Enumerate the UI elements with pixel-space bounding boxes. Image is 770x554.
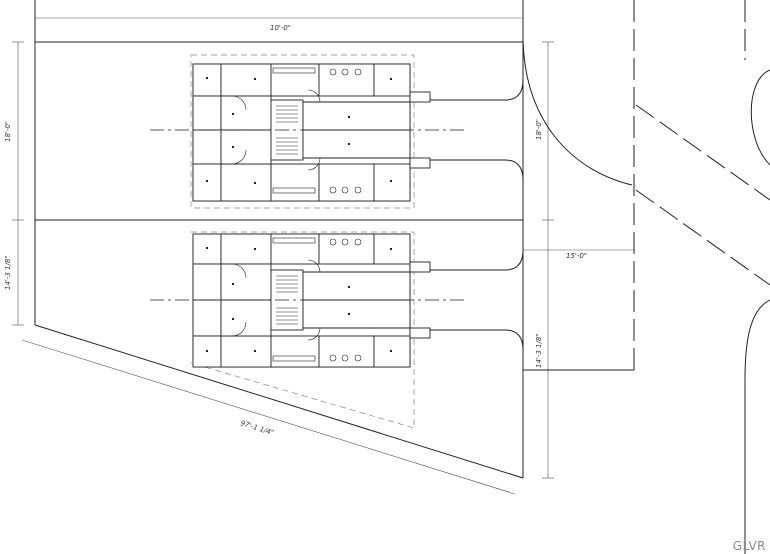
building-upper-dots — [206, 77, 392, 184]
street-dashed — [633, 0, 770, 370]
watermark: GLVR — [732, 539, 766, 553]
building-upper — [192, 63, 431, 202]
dim-right-lower: 14'-3 1/8" — [535, 333, 543, 368]
building-upper-fixtures — [231, 67, 362, 194]
dim-left-lower: 14'-3 1/8" — [4, 255, 12, 290]
dim-diagonal-bottom: 97'-1 1/4" — [239, 419, 274, 437]
driveways — [430, 42, 634, 371]
building-upper-stairs — [276, 105, 298, 155]
building-lower-dots — [206, 247, 392, 352]
building-lower-stairs — [276, 275, 298, 325]
dimension-lines — [12, 17, 635, 495]
dim-left-upper: 18'-0" — [4, 121, 12, 142]
building-lower-fixtures — [231, 237, 362, 362]
dim-right-upper: 18'-0" — [535, 119, 543, 140]
street-curves — [522, 39, 770, 554]
dim-right-mid: 15'-0" — [566, 252, 587, 260]
building-lower — [192, 233, 431, 368]
dim-top-width: 10'-0" — [270, 24, 291, 32]
